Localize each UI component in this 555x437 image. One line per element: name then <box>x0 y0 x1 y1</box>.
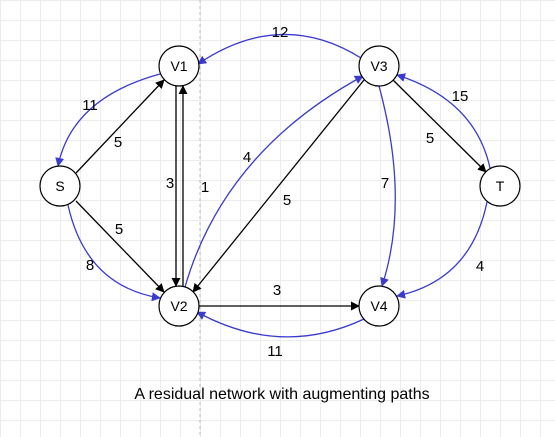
node-circle-v2 <box>158 285 200 327</box>
edge-v3-to-v1-residual <box>197 33 362 65</box>
edge-label-s-to-v2-forward: 5 <box>115 221 123 238</box>
edge-label-v2-to-v4-forward: 3 <box>273 282 281 299</box>
edge-label-s-to-v1-forward: 5 <box>114 134 122 151</box>
node-v4: V4 <box>358 285 400 327</box>
node-label-v2: V2 <box>170 298 187 314</box>
edge-label-t-to-v3-residual: 15 <box>452 88 469 105</box>
edge-v3-to-v2-forward <box>192 79 365 293</box>
edge-label-v3-to-v1-residual: 12 <box>272 24 289 41</box>
edge-label-v2-to-v1-forward: 1 <box>201 179 209 196</box>
edge-label-v4-to-v2-residual: 11 <box>267 343 283 360</box>
node-v3: V3 <box>358 45 400 87</box>
node-circle-v3 <box>358 45 400 87</box>
edge-v3-to-v4-residual <box>378 85 396 287</box>
diagram-caption: A residual network with augmenting paths <box>134 386 429 403</box>
node-label-v1: V1 <box>170 58 187 74</box>
node-circle-v1 <box>158 45 200 87</box>
node-circle-v4 <box>358 285 400 327</box>
edge-v2-to-v3-residual <box>184 75 364 288</box>
node-circle-t <box>479 165 521 207</box>
edge-t-to-v4-residual <box>396 201 488 299</box>
node-label-v4: V4 <box>370 298 387 314</box>
edge-s-to-v2-residual <box>67 204 161 302</box>
node-v1: V1 <box>158 45 200 87</box>
edge-v1-to-s-residual <box>55 73 161 167</box>
edge-label-v1-to-s-residual: 11 <box>82 97 98 114</box>
node-circle-s <box>39 165 81 207</box>
node-label-s: S <box>55 178 64 194</box>
node-label-t: T <box>496 178 505 194</box>
edge-v3-to-t-forward <box>392 79 487 173</box>
edge-label-v1-to-v2-forward: 3 <box>166 175 174 192</box>
node-t: T <box>479 165 521 207</box>
edge-label-v3-to-v4-residual: 7 <box>381 175 389 192</box>
edge-label-s-to-v2-residual: 8 <box>86 257 94 274</box>
edge-s-to-v1-forward <box>75 79 165 174</box>
edge-label-v3-to-t-forward: 5 <box>426 130 434 147</box>
edge-label-v2-to-v3-residual: 4 <box>243 149 251 166</box>
edge-t-to-v3-residual <box>396 73 491 169</box>
edge-label-t-to-v4-residual: 4 <box>476 258 484 275</box>
node-s: S <box>39 165 81 207</box>
node-v2: V2 <box>158 285 200 327</box>
edge-label-v3-to-v2-forward: 5 <box>283 192 291 209</box>
node-label-v3: V3 <box>370 58 387 74</box>
edge-s-to-v2-forward <box>75 200 165 293</box>
edge-v4-to-v2-residual <box>196 311 365 338</box>
